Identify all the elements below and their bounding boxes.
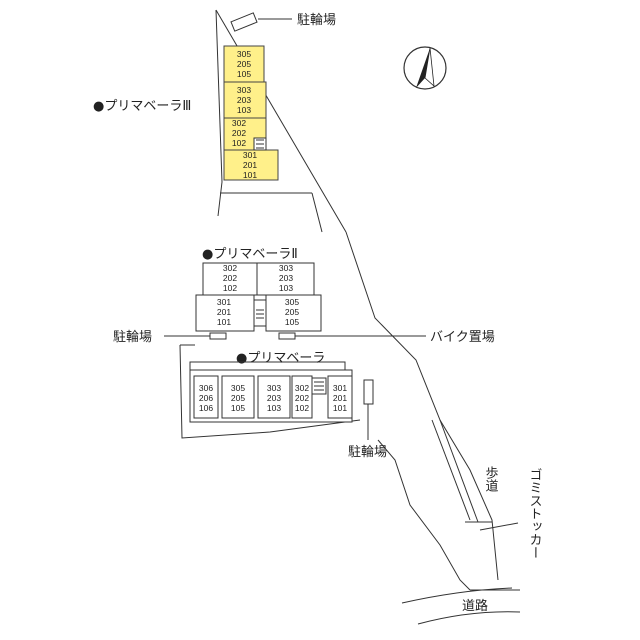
sidewalk-label: 歩道 <box>483 466 499 492</box>
building-name: ●プリマベーラⅢ <box>93 99 191 114</box>
boundary-north-divider-slope <box>311 192 323 233</box>
unit-number: 205 <box>285 307 299 317</box>
building-name: ●プリマベーラⅡ <box>202 247 298 262</box>
unit-number: 202 <box>295 393 309 403</box>
unit-number: 201 <box>333 393 347 403</box>
garbage-stocker-label: ゴミストッカー <box>527 468 542 559</box>
unit-number: 101 <box>333 403 347 413</box>
stairwell <box>253 299 267 327</box>
unit-number: 205 <box>237 59 251 69</box>
unit-number: 102 <box>232 138 246 148</box>
bike-parking-label-top: 駐輪場 <box>297 12 336 28</box>
sidewalk-line-east <box>439 419 479 523</box>
unit-stack <box>223 149 279 181</box>
road-curb-lower <box>417 611 521 625</box>
unit-number: 102 <box>223 283 237 293</box>
unit-number: 103 <box>267 403 281 413</box>
bike-parking-label-middle: 駐輪場 <box>113 329 152 345</box>
unit-number: 303 <box>279 263 293 273</box>
unit-stack <box>256 262 315 296</box>
road-curb-upper <box>401 587 513 604</box>
building-roof-outline <box>189 361 346 372</box>
unit-number: 302 <box>223 263 237 273</box>
sidewalk-line-west <box>431 419 471 521</box>
road-label: 道路 <box>462 598 488 614</box>
boundary-east-lower <box>345 231 499 581</box>
bike-rack-top <box>230 12 258 32</box>
unit-number: 302 <box>295 383 309 393</box>
unit-stack <box>223 81 267 119</box>
unit-number: 102 <box>295 403 309 413</box>
building-primavera-3: 305 205 105 303 203 103 302 202 102 301 … <box>93 45 279 181</box>
unit-number: 302 <box>232 118 246 128</box>
unit-number: 303 <box>267 383 281 393</box>
building-primavera-1: ●プリマベーラ 306 206 106 305 205 105 303 203 … <box>189 351 353 423</box>
unit-number: 301 <box>243 150 257 160</box>
unit-number: 305 <box>231 383 245 393</box>
unit-number: 103 <box>237 105 251 115</box>
parking-middle: 駐輪場 バイク置場 <box>113 329 495 345</box>
unit-stack <box>193 375 219 419</box>
bike-rack-middle <box>209 332 227 340</box>
bike-parking-label-lower: 駐輪場 <box>348 444 387 460</box>
boundary-south-east <box>377 439 471 591</box>
unit-number: 101 <box>243 170 257 180</box>
unit-number: 301 <box>217 297 231 307</box>
unit-stack <box>327 375 353 419</box>
unit-number: 203 <box>279 273 293 283</box>
motorbike-rack-middle <box>278 332 296 340</box>
unit-number: 205 <box>231 393 245 403</box>
unit-stack <box>291 375 313 419</box>
unit-stack <box>257 375 291 419</box>
unit-number: 306 <box>199 383 213 393</box>
bike-parking-top: 駐輪場 <box>230 12 336 32</box>
unit-number: 305 <box>237 49 251 59</box>
unit-number: 201 <box>217 307 231 317</box>
north-arrow-icon <box>403 46 447 90</box>
unit-number: 105 <box>237 69 251 79</box>
garbage-leader-line <box>479 522 519 531</box>
bike-parking-lower: 駐輪場 <box>348 379 387 460</box>
unit-number: 303 <box>237 85 251 95</box>
unit-stack <box>221 375 255 419</box>
unit-number: 203 <box>267 393 281 403</box>
unit-number: 301 <box>333 383 347 393</box>
unit-number: 201 <box>243 160 257 170</box>
unit-number: 202 <box>223 273 237 283</box>
boundary-south-west <box>179 344 361 439</box>
unit-number: 106 <box>199 403 213 413</box>
boundary-west-upper <box>215 9 223 217</box>
unit-number: 206 <box>199 393 213 403</box>
unit-stack <box>265 294 322 332</box>
unit-number: 103 <box>279 283 293 293</box>
building-name: ●プリマベーラ <box>236 351 325 366</box>
unit-stack <box>223 45 265 83</box>
unit-number: 305 <box>285 297 299 307</box>
unit-number: 105 <box>285 317 299 327</box>
unit-number: 203 <box>237 95 251 105</box>
unit-stack <box>195 294 255 332</box>
unit-number: 105 <box>231 403 245 413</box>
unit-stack <box>202 262 258 296</box>
motorbike-parking-label: バイク置場 <box>430 330 495 345</box>
unit-number: 202 <box>232 128 246 138</box>
unit-number: 101 <box>217 317 231 327</box>
road-area: 道路 歩道 ゴミストッカー <box>401 419 542 625</box>
building-primavera-2: ●プリマベーラⅡ 302 202 102 303 203 103 301 201… <box>195 247 322 332</box>
bike-rack-lower <box>363 379 374 405</box>
